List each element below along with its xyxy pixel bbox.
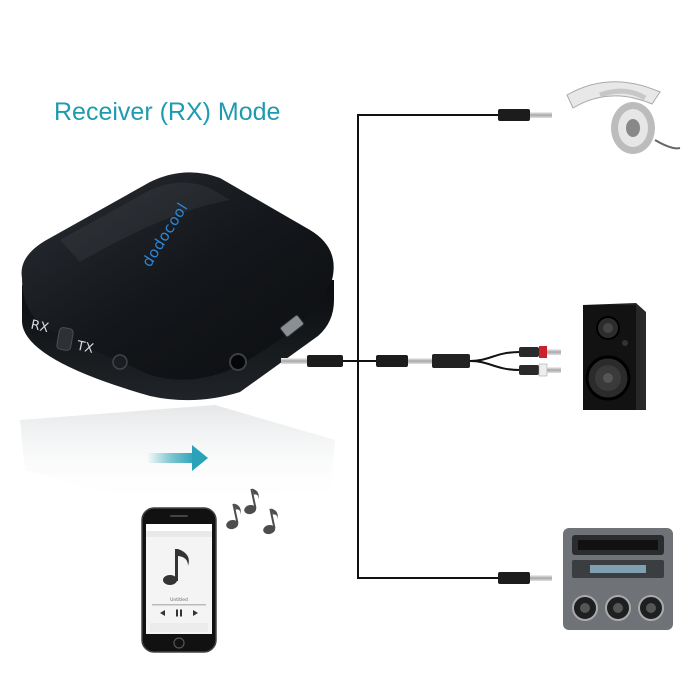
car-stereo-icon: [563, 528, 673, 630]
aux-to-rca-cable: [281, 346, 561, 376]
speaker-icon: [583, 303, 646, 410]
car-plug: [498, 572, 552, 584]
wiring: [342, 115, 520, 578]
track-title: Untitled: [170, 597, 188, 603]
aux-port: [230, 354, 246, 370]
power-button[interactable]: [113, 355, 127, 369]
headphones-icon: [567, 82, 680, 154]
headphone-plug: [498, 109, 552, 121]
smartphone: Untitled: [142, 508, 216, 652]
page-title: Receiver (RX) Mode: [54, 98, 280, 126]
bluetooth-device: dodocool RX TX: [22, 172, 334, 400]
